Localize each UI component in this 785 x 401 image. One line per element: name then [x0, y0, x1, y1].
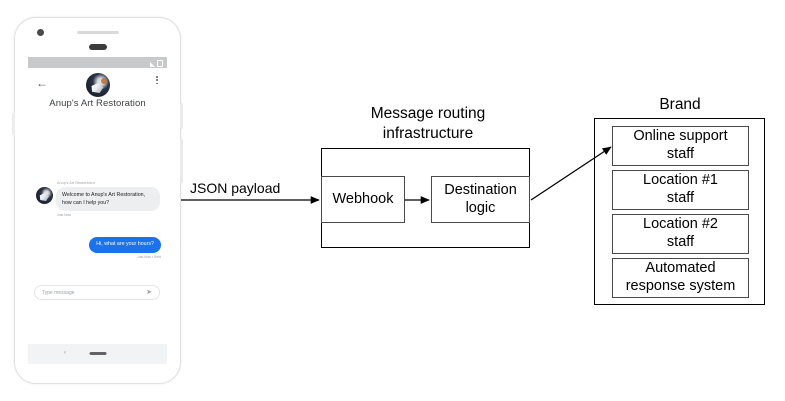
outgoing-message-time: Just Now • Sent — [137, 254, 161, 259]
phone-screen: ← Anup's Art Restoration Anup's Art Rest… — [28, 57, 167, 344]
nav-back-icon[interactable]: ‹ — [64, 350, 66, 356]
incoming-message-time: Just Now — [57, 213, 71, 218]
webhook-box[interactable]: Webhook — [321, 176, 405, 223]
chat-app-header: ← Anup's Art Restoration — [28, 68, 167, 120]
brand-title: Brand — [659, 96, 701, 113]
phone-volume-button[interactable] — [180, 139, 183, 183]
back-arrow-icon[interactable]: ← — [36, 76, 48, 90]
incoming-message-sender: Anup's Art Restoration — [57, 181, 95, 185]
android-nav-bar: ‹ — [28, 344, 167, 364]
destination-logic-box[interactable]: Destination logic — [431, 176, 530, 223]
automated-response-system-box[interactable]: Automated response system — [612, 258, 749, 298]
incoming-message-bubble: Welcome to Anup's Art Restoration, how c… — [56, 187, 160, 212]
incoming-message-block: Anup's Art Restoration Welcome to Anup's… — [36, 181, 160, 217]
signal-triangle-icon — [150, 62, 155, 67]
chat-message-list: Anup's Art Restoration Welcome to Anup's… — [28, 120, 167, 308]
online-support-staff-box[interactable]: Online support staff — [612, 126, 749, 166]
status-icons — [150, 59, 163, 67]
brand-container — [594, 118, 765, 305]
brand-avatar-icon — [85, 73, 110, 97]
message-input[interactable]: Type message — [42, 289, 75, 296]
send-icon[interactable]: ➤ — [146, 289, 152, 296]
chat-avatar-icon — [36, 187, 53, 204]
battery-icon — [157, 59, 163, 67]
message-composer[interactable]: Type message ➤ — [34, 285, 160, 300]
location-2-staff-box[interactable]: Location #2 staff — [612, 214, 749, 254]
json-payload-label: JSON payload — [190, 180, 281, 196]
phone-mockup: ← Anup's Art Restoration Anup's Art Rest… — [12, 17, 183, 384]
outgoing-message-block: Hi, what are your hours? Just Now • Sent — [89, 232, 161, 259]
earpiece — [89, 44, 107, 50]
outgoing-message-bubble: Hi, what are your hours? — [89, 237, 161, 253]
home-pill-icon[interactable] — [89, 352, 106, 356]
speaker-grill — [77, 31, 119, 34]
phone-left-button[interactable] — [12, 113, 15, 135]
status-bar — [28, 57, 167, 68]
chat-app-title: Anup's Art Restoration — [49, 98, 146, 109]
infrastructure-title: Message routing infrastructure — [370, 105, 486, 142]
phone-power-button[interactable] — [180, 103, 183, 129]
front-camera-icon — [37, 29, 44, 36]
kebab-menu-icon[interactable] — [156, 76, 158, 85]
location-1-staff-box[interactable]: Location #1 staff — [612, 170, 749, 210]
